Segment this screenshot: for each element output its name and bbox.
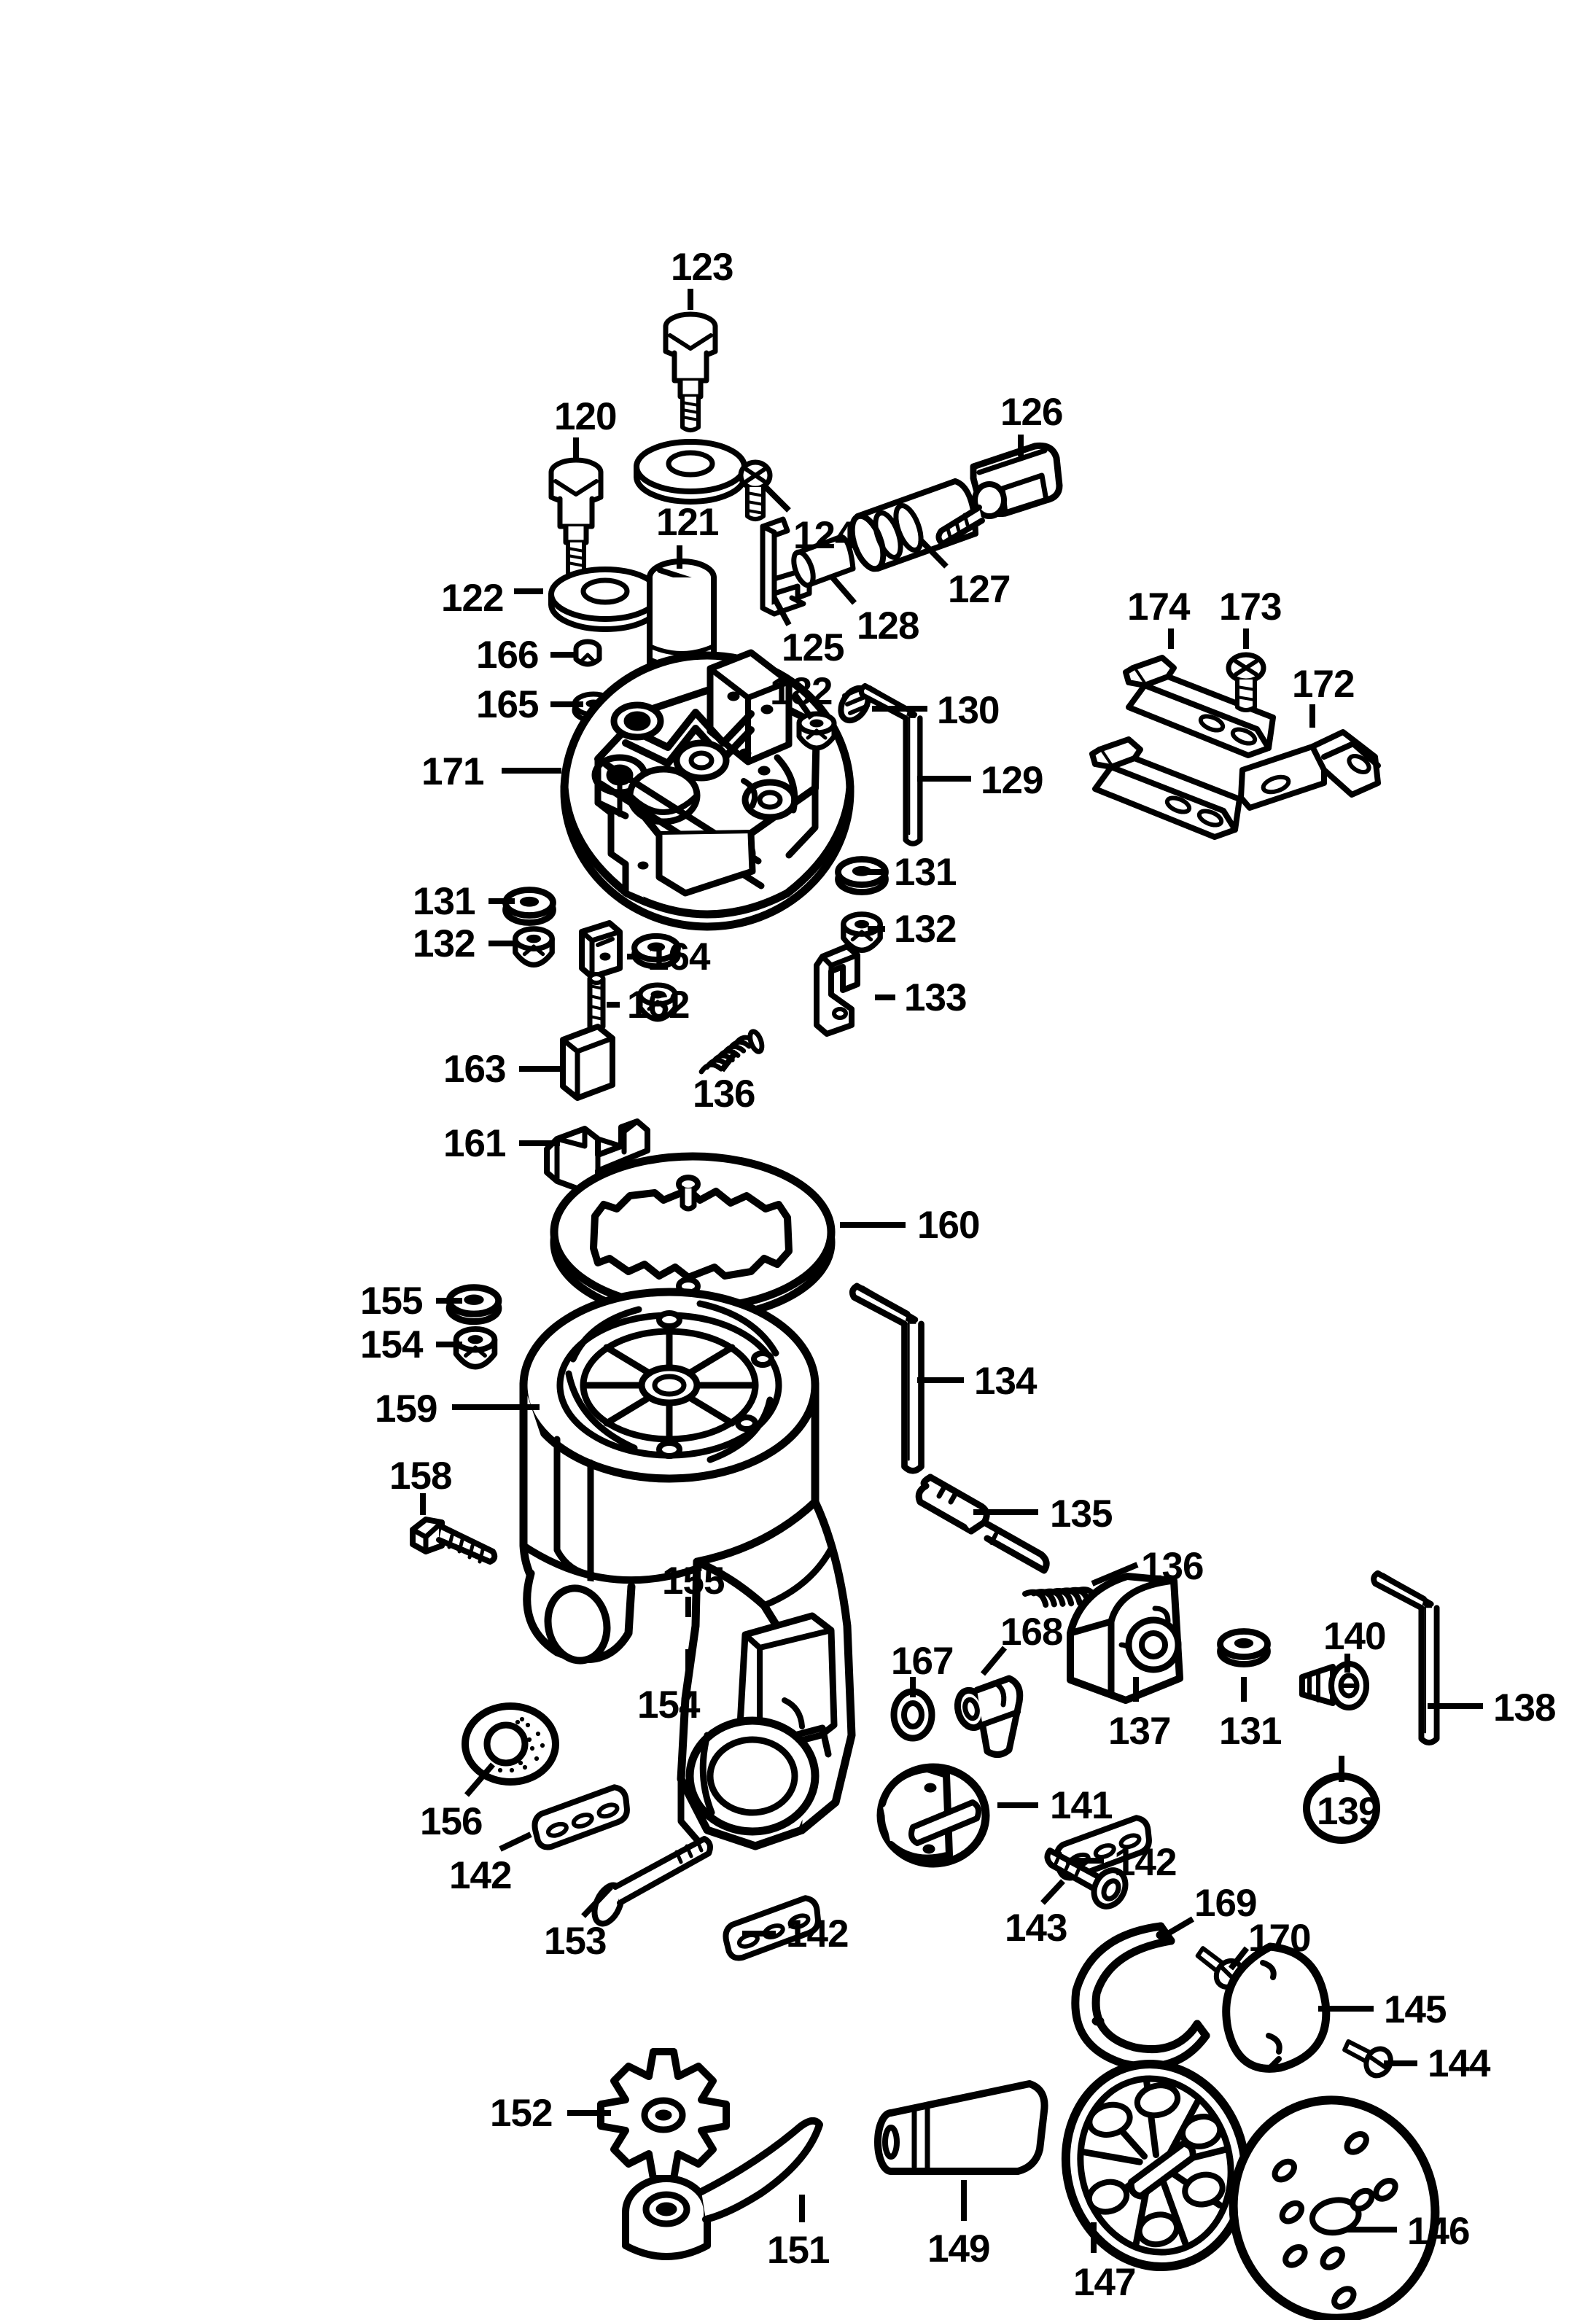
callout-158: 158: [389, 1455, 452, 1498]
callout-136: 136: [693, 1073, 755, 1116]
callout-132: 132: [413, 922, 475, 965]
callout-166: 166: [476, 634, 539, 677]
callout-131: 131: [894, 851, 957, 894]
leader-line-170: [1228, 1946, 1250, 1971]
callout-169: 169: [1194, 1882, 1257, 1925]
callout-137: 137: [1108, 1710, 1171, 1753]
callout-167: 167: [891, 1640, 954, 1683]
callout-121: 121: [656, 501, 719, 544]
callout-127: 127: [948, 568, 1011, 611]
callout-155: 155: [662, 1560, 725, 1603]
callout-163: 163: [443, 1048, 506, 1091]
callout-142: 142: [786, 1912, 849, 1955]
callout-159: 159: [375, 1387, 437, 1430]
leader-lines: [420, 289, 1483, 2253]
callout-141: 141: [1050, 1784, 1113, 1827]
callout-133: 133: [904, 976, 967, 1019]
callout-154: 154: [360, 1323, 423, 1366]
callout-147: 147: [1073, 2261, 1136, 2304]
callout-136: 136: [1141, 1545, 1204, 1588]
callout-165: 165: [476, 683, 539, 726]
leader-line-142: [499, 1832, 532, 1852]
callout-126: 126: [1000, 391, 1063, 434]
callout-144: 144: [1428, 2042, 1490, 2085]
callout-164: 164: [647, 935, 710, 978]
callout-140: 140: [1323, 1615, 1386, 1658]
callout-156: 156: [420, 1800, 483, 1843]
leader-line-127: [918, 537, 949, 569]
leader-line-156: [464, 1762, 496, 1797]
callout-142: 142: [449, 1854, 512, 1897]
leader-line-136: [1091, 1562, 1139, 1587]
callout-132: 132: [894, 908, 957, 951]
callout-138: 138: [1493, 1686, 1556, 1729]
callout-129: 129: [981, 759, 1043, 802]
leader-line-153: [581, 1885, 613, 1918]
callout-130: 130: [937, 689, 1000, 732]
callout-152: 152: [490, 2092, 553, 2135]
leader-line-168: [980, 1646, 1008, 1676]
callout-182: 182: [770, 670, 833, 713]
callout-151: 151: [767, 2229, 830, 2272]
callout-131: 131: [1219, 1710, 1282, 1753]
callout-149: 149: [927, 2227, 990, 2270]
leader-line-182: [792, 692, 814, 720]
callout-125: 125: [782, 626, 844, 669]
callout-120: 120: [554, 395, 617, 438]
leader-line-125: [771, 596, 792, 626]
callout-174: 174: [1127, 585, 1190, 628]
callout-160: 160: [917, 1204, 980, 1247]
leader-line-169: [1166, 1916, 1195, 1936]
callout-155: 155: [360, 1280, 423, 1323]
leader-line-143: [1040, 1879, 1065, 1905]
callout-123: 123: [671, 246, 733, 289]
callout-170: 170: [1248, 1917, 1311, 1960]
callout-142: 142: [1114, 1841, 1177, 1884]
callout-154: 154: [637, 1683, 700, 1727]
callout-139: 139: [1317, 1790, 1379, 1833]
callout-124: 124: [793, 514, 856, 557]
callout-128: 128: [857, 604, 919, 647]
callout-145: 145: [1384, 1988, 1447, 2031]
callout-131: 131: [413, 880, 475, 923]
leader-line-124: [763, 485, 791, 513]
callout-146: 146: [1407, 2210, 1470, 2253]
callout-173: 173: [1219, 585, 1282, 628]
callout-135: 135: [1050, 1492, 1113, 1535]
callout-161: 161: [443, 1122, 506, 1165]
callout-171: 171: [421, 750, 484, 793]
callout-153: 153: [544, 1920, 607, 1963]
callout-172: 172: [1292, 663, 1355, 706]
callout-162: 162: [627, 984, 690, 1027]
callout-143: 143: [1005, 1907, 1067, 1950]
leader-line-136: [719, 1049, 739, 1073]
leader-line-128: [828, 574, 857, 605]
callout-134: 134: [974, 1360, 1037, 1403]
callout-168: 168: [1000, 1611, 1063, 1654]
callout-122: 122: [441, 577, 504, 620]
